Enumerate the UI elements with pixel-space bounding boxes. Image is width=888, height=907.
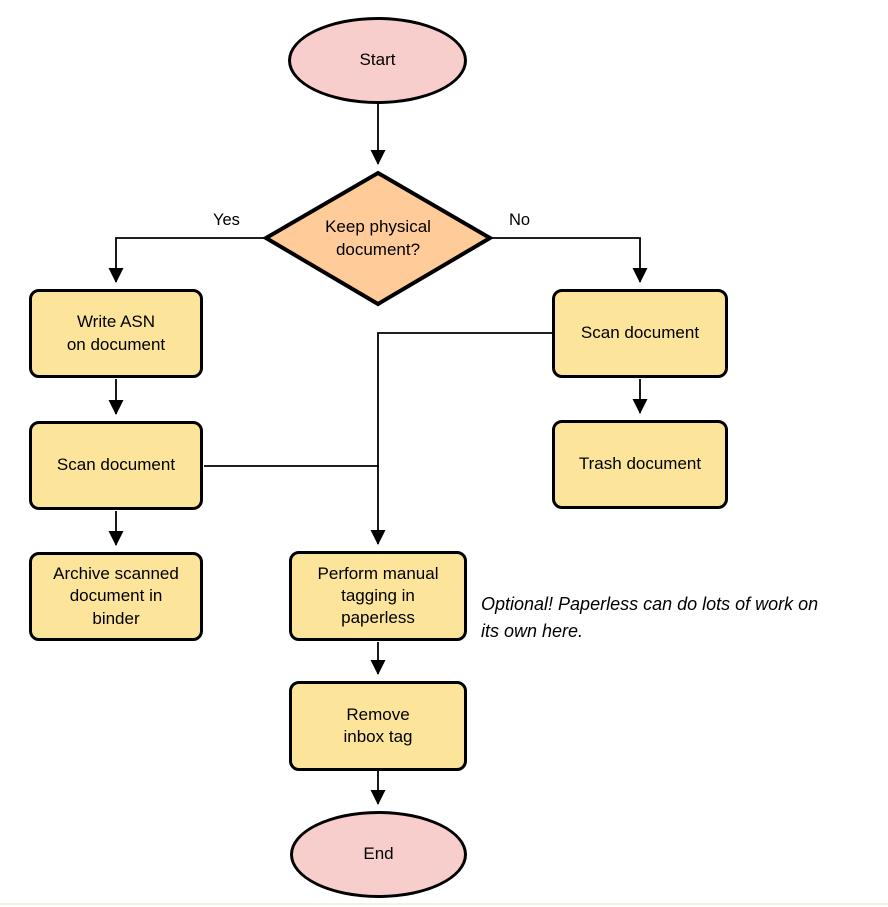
node-scan-document-left-label: Scan document — [56, 455, 176, 475]
node-start-label: Start — [359, 50, 396, 70]
node-archive-document-label: Archive scanned document in binder — [53, 564, 179, 628]
node-remove-inbox-tag: Remove inbox tag — [289, 681, 467, 771]
node-end-label: End — [363, 844, 394, 864]
edge-decision-no-to-scan-right — [492, 237, 648, 283]
node-manual-tagging-label: Perform manual tagging in paperless — [317, 563, 439, 628]
node-manual-tagging: Perform manual tagging in paperless — [289, 551, 467, 641]
node-start: Start — [288, 17, 467, 104]
node-scan-document-left: Scan document — [29, 421, 203, 510]
node-scan-document-right-label: Scan document — [580, 323, 700, 343]
edge-decision-yes-to-write-asn — [108, 237, 264, 283]
edge-label-no: No — [509, 211, 531, 229]
node-remove-inbox-tag-label: Remove inbox tag — [343, 704, 413, 746]
node-trash-document: Trash document — [552, 420, 728, 509]
bottom-divider — [0, 903, 888, 905]
node-decision-label: Keep physical document? — [325, 217, 431, 259]
optional-note: Optional! Paperless can do lots of work … — [481, 594, 819, 641]
node-end: End — [290, 811, 467, 898]
edge-scan-right-to-tagging — [370, 332, 552, 545]
node-archive-document: Archive scanned document in binder — [29, 552, 203, 641]
decision-diamond-shape — [262, 170, 494, 307]
node-trash-document-label: Trash document — [578, 454, 702, 474]
node-write-asn: Write ASN on document — [29, 289, 203, 378]
node-write-asn-label: Write ASN on document — [66, 312, 166, 354]
edge-label-yes: Yes — [213, 211, 240, 229]
node-decision: Keep physical document? — [288, 172, 468, 305]
node-scan-document-right: Scan document — [552, 289, 728, 378]
